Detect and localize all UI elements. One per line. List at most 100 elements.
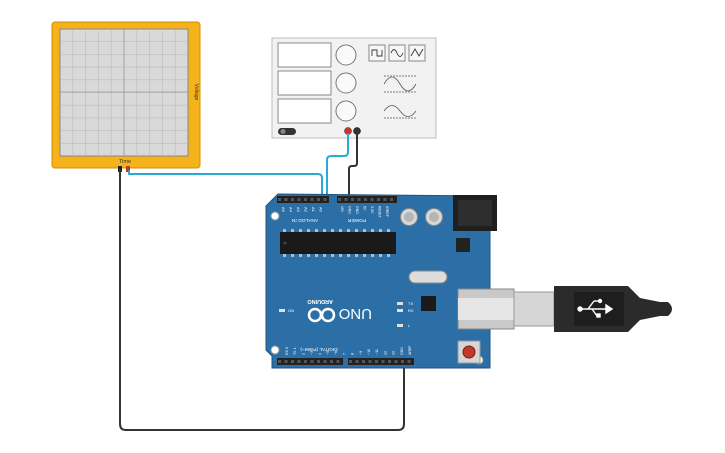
header-pin[interactable] — [323, 198, 327, 201]
analog-header[interactable] — [277, 196, 329, 203]
analog-pin-label: A3 — [296, 207, 301, 213]
oscilloscope[interactable]: Voltage Time — [51, 21, 201, 172]
voltage-axis-label: Voltage — [193, 84, 199, 101]
power-label: POWER — [347, 217, 366, 223]
arduino-brand-label: ARDUINO — [307, 298, 333, 304]
header-pin[interactable] — [383, 198, 387, 201]
infinity-icon — [307, 307, 336, 323]
analog-pin-label: A1 — [311, 207, 316, 213]
wire-fg-to-a0[interactable] — [326, 133, 349, 198]
function-generator[interactable] — [271, 37, 437, 139]
digital-pin-label: GND — [400, 347, 404, 355]
header-pin[interactable] — [338, 198, 341, 201]
chip-pin — [291, 229, 294, 232]
analog-pin-label: A5 — [281, 207, 286, 213]
header-pin[interactable] — [291, 198, 294, 201]
header-pin[interactable] — [291, 360, 294, 363]
header-pin[interactable] — [364, 198, 367, 201]
wire-scope-to-a0[interactable] — [128, 170, 323, 198]
chip-pin — [315, 254, 318, 257]
header-pin[interactable] — [357, 198, 361, 201]
tx-led-label: TX — [408, 301, 413, 306]
chip-pin — [307, 254, 310, 257]
digital-pin-label: ~3 — [310, 351, 314, 355]
scope-terminal-positive[interactable] — [126, 166, 130, 172]
tx-led — [397, 302, 403, 305]
header-pin[interactable] — [407, 360, 411, 363]
l-led-label: L — [408, 323, 411, 328]
amplitude-display — [277, 70, 332, 96]
digital-label: DIGITAL (PWM~) — [300, 346, 338, 352]
header-pin[interactable] — [284, 198, 288, 201]
wire-fg-to-gnd[interactable] — [348, 133, 358, 198]
header-pin[interactable] — [278, 198, 281, 201]
header-pin[interactable] — [278, 360, 281, 363]
header-pin[interactable] — [355, 360, 359, 363]
header-pin[interactable] — [381, 360, 385, 363]
wires — [119, 133, 405, 431]
usb-controller-chip — [421, 296, 436, 311]
chip-pin — [291, 254, 294, 257]
header-pin[interactable] — [284, 360, 288, 363]
header-pin[interactable] — [304, 198, 307, 201]
header-pin[interactable] — [351, 198, 354, 201]
power-pin-label: RESET — [378, 206, 382, 219]
power-pin-label: GND — [355, 206, 359, 214]
header-pin[interactable] — [344, 198, 348, 201]
wire-scope-to-gnd[interactable] — [119, 170, 405, 431]
uno-label: UNO — [339, 305, 372, 322]
header-pin[interactable] — [330, 360, 333, 363]
digital-pin-label: ~9 — [359, 351, 363, 355]
chip-pin — [371, 254, 374, 257]
chip-pin — [299, 229, 302, 232]
amplitude-knob[interactable] — [335, 72, 357, 94]
chip-pin — [355, 254, 358, 257]
header-pin[interactable] — [336, 360, 340, 363]
header-pin[interactable] — [388, 360, 391, 363]
arduino-logo: UNO ARDUINO — [307, 298, 372, 323]
header-pin[interactable] — [349, 360, 352, 363]
chip-pin — [323, 254, 326, 257]
scope-terminal-negative[interactable] — [118, 166, 122, 172]
header-pin[interactable] — [394, 360, 398, 363]
digital-pin-label: ~11 — [375, 349, 379, 355]
header-pin[interactable] — [323, 360, 327, 363]
header-pin[interactable] — [375, 360, 378, 363]
digital-pin-label: 12 — [383, 351, 387, 355]
header-pin[interactable] — [370, 198, 374, 201]
digital-pin-label: TX 1 — [293, 347, 297, 355]
power-pin-label: VIN — [340, 206, 344, 212]
chip-pin — [379, 254, 382, 257]
frequency-display — [277, 42, 332, 68]
chip-pin — [283, 254, 286, 257]
power-pin-label: 3.3V — [370, 206, 374, 214]
header-pin[interactable] — [317, 360, 320, 363]
header-pin[interactable] — [317, 198, 320, 201]
rx-led — [397, 309, 403, 312]
header-pin[interactable] — [310, 198, 314, 201]
digital-pin-label: ~6 — [334, 351, 338, 355]
header-pin[interactable] — [401, 360, 404, 363]
header-pin[interactable] — [368, 360, 372, 363]
digital-header-high[interactable] — [348, 358, 414, 365]
digital-pin-label: 7 — [342, 353, 346, 355]
header-pin[interactable] — [362, 360, 365, 363]
header-pin[interactable] — [310, 360, 314, 363]
dc-offset-display — [277, 98, 332, 124]
frequency-knob[interactable] — [335, 44, 357, 66]
header-pin[interactable] — [377, 198, 380, 201]
header-pin[interactable] — [297, 360, 301, 363]
sine-wave-icon — [390, 49, 404, 57]
digital-pin-label: RX 0 — [285, 347, 289, 355]
chip-pin — [323, 229, 326, 232]
digital-pin-label: ~5 — [326, 351, 330, 355]
header-pin[interactable] — [304, 360, 307, 363]
l-led — [397, 324, 403, 327]
offset-knob[interactable] — [335, 100, 357, 122]
header-pin[interactable] — [297, 198, 301, 201]
header-pin[interactable] — [390, 198, 393, 201]
usb-cable[interactable] — [513, 286, 672, 332]
digital-header-low[interactable] — [277, 358, 343, 365]
